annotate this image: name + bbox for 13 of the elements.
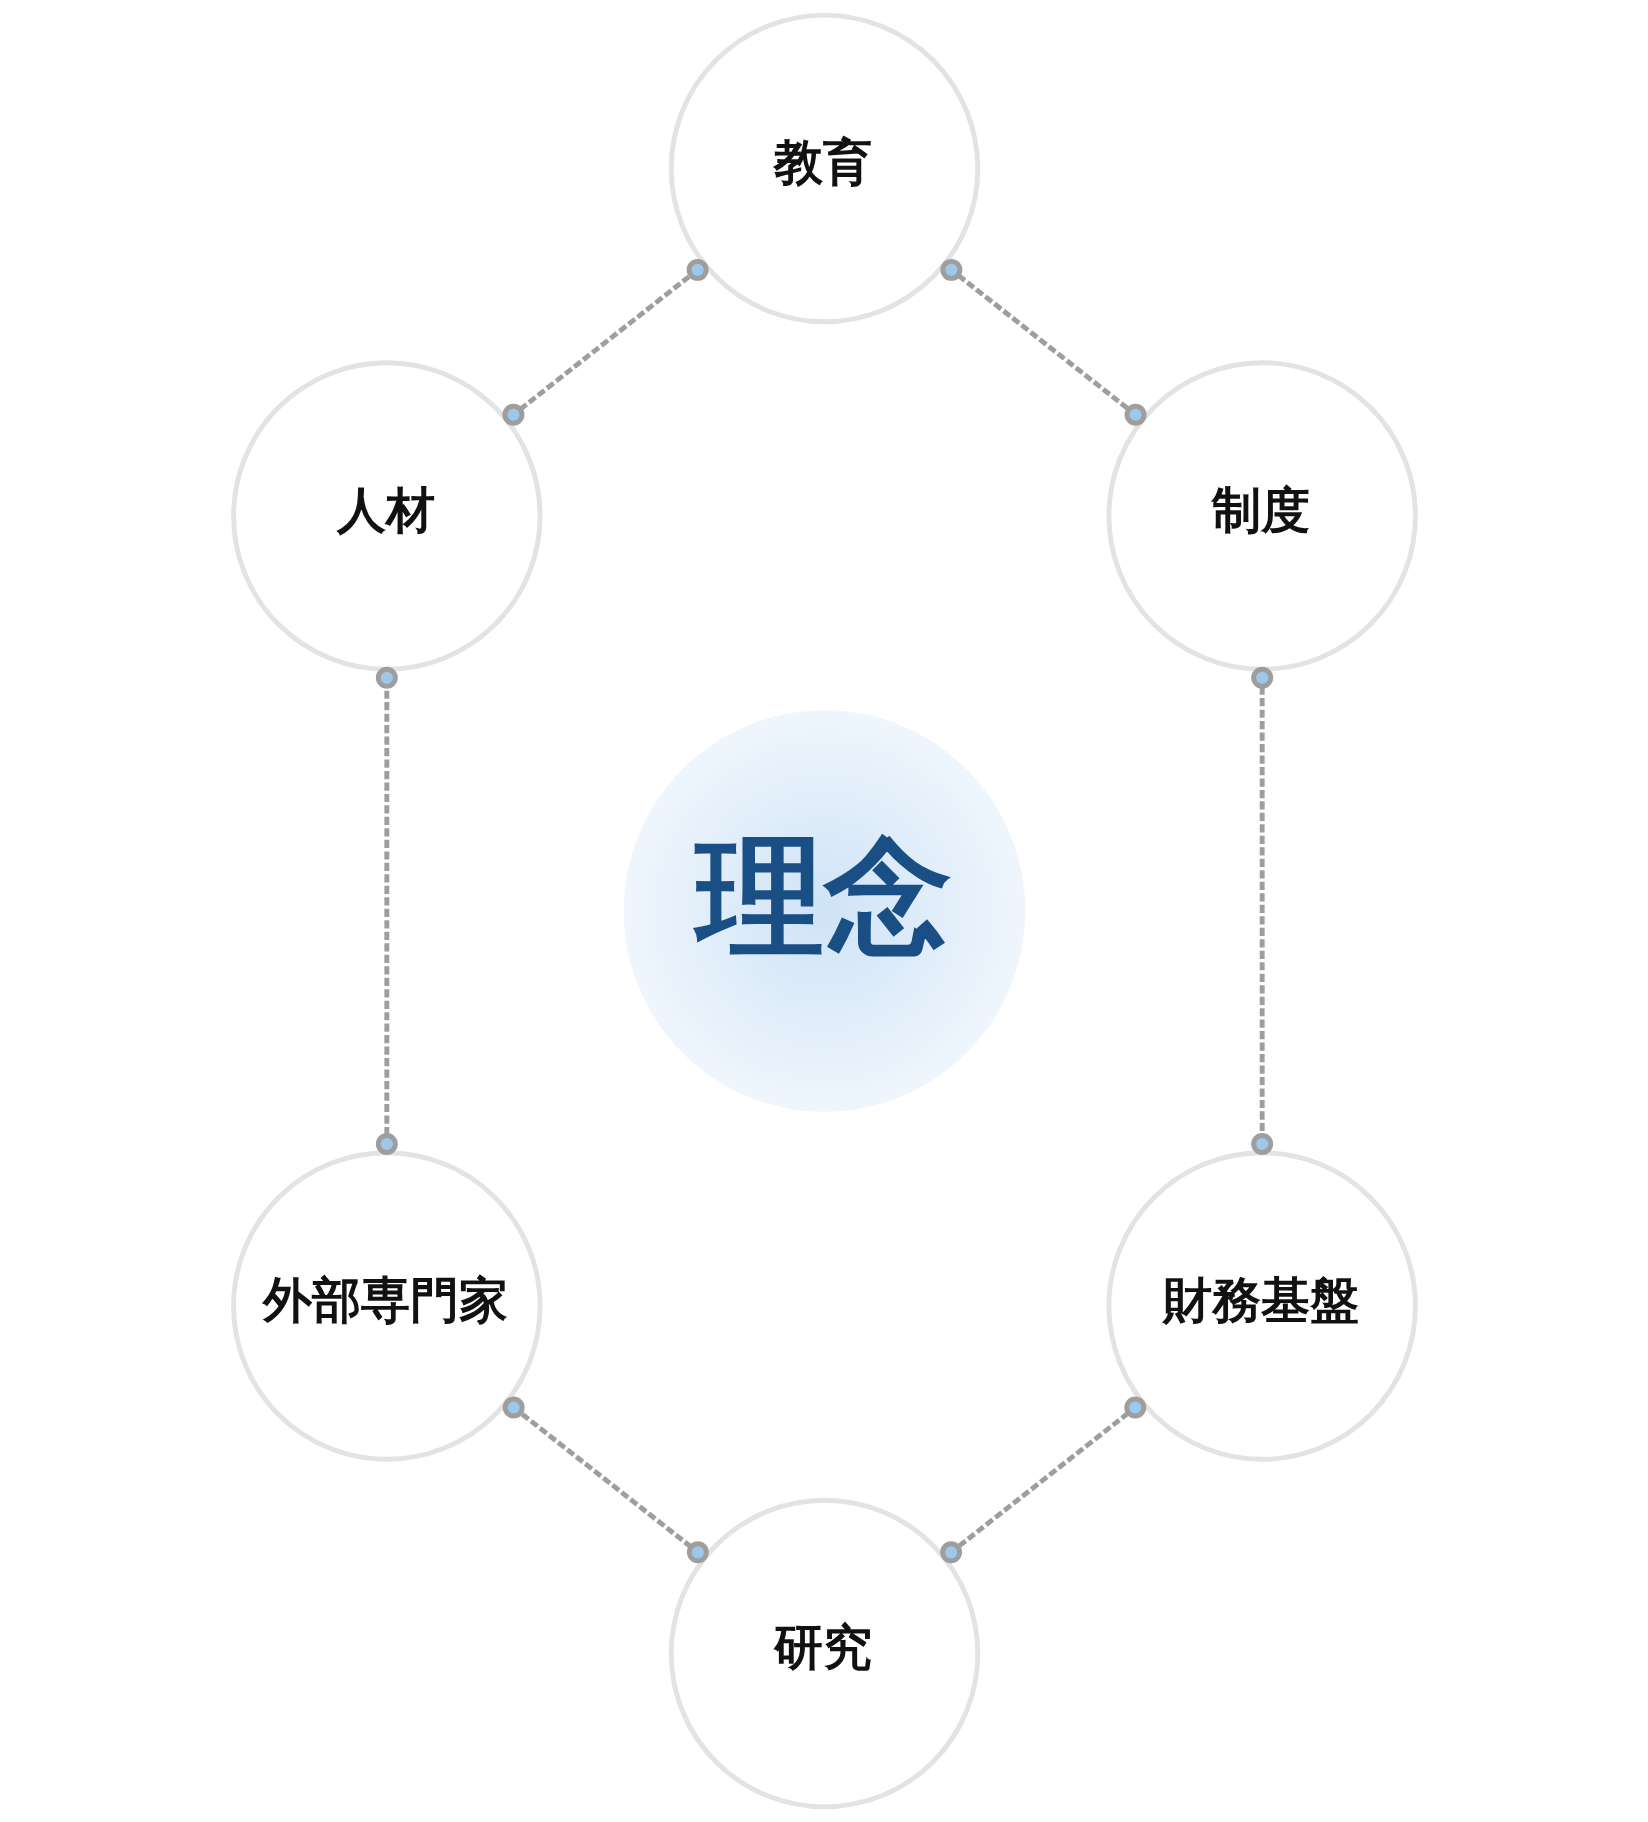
- connector: [939, 1396, 1146, 1564]
- node-circle: 研究: [668, 1497, 980, 1810]
- node-circle: 人材: [230, 360, 543, 672]
- node-circle: 教育: [668, 12, 980, 325]
- connector: [501, 258, 709, 426]
- connector: [502, 1396, 709, 1564]
- node-circle: 財務基盤: [1105, 1150, 1418, 1462]
- connector: [1250, 666, 1273, 1155]
- node-circle: 理念: [623, 710, 1025, 1112]
- connector: [939, 258, 1147, 426]
- node-circle: 制度: [1105, 360, 1418, 672]
- connector: [375, 666, 398, 1155]
- node-circle: 外部専門家: [230, 1150, 543, 1462]
